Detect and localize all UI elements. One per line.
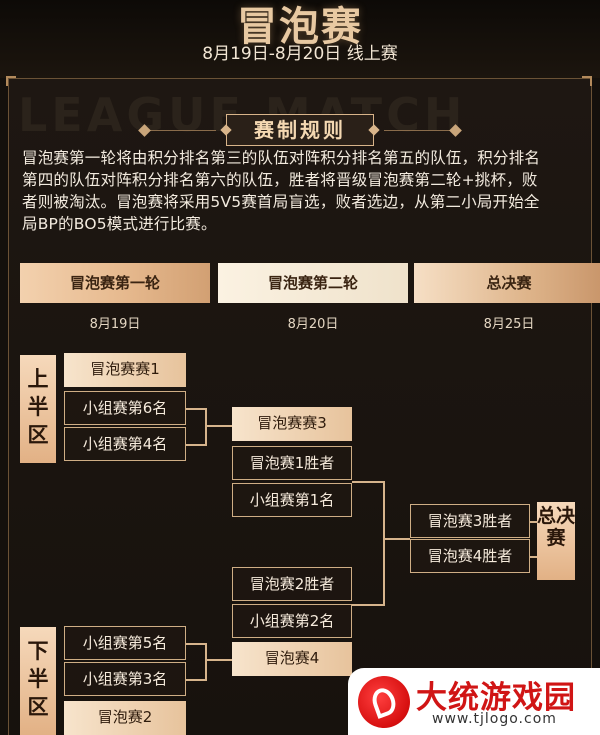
team-slot: 冒泡赛1胜者 [232,446,352,480]
team-slot: 小组赛第3名 [64,662,186,696]
stage-date-round-1: 8月19日 [89,317,141,332]
bracket-line [186,408,206,410]
rules-line: 者则被淘汰。冒泡赛将采用5V5赛首局盲选，败者选边，从第二小局开始全 [22,193,540,211]
team-slot: 冒泡赛2胜者 [232,567,352,601]
bracket-line [383,481,385,606]
lower-half-text: 下半区 [27,639,49,719]
heading-line-left [150,130,216,131]
team-slot: 小组赛第5名 [64,626,186,660]
match-r1-lower-title: 冒泡赛2 [64,701,186,735]
team-slot: 小组赛第1名 [232,483,352,517]
bracket-line [186,643,206,645]
bracket-line [530,521,537,523]
watermark-url: www.tjlogo.com [432,711,557,727]
final-label-text: 总决赛 [537,505,576,549]
bracket-line [205,659,232,661]
final-label: 总决赛 [537,502,575,580]
match-r1-upper-title: 冒泡赛赛1 [64,353,186,387]
bracket-line [205,643,207,681]
upper-half-label: 上半区 [20,355,56,463]
rules-line: 第四的队伍对阵积分排名第六的队伍，胜者将晋级冒泡赛第二轮+挑杯，败 [22,171,538,189]
lower-half-label: 下半区 [20,627,56,735]
team-slot: 冒泡赛3胜者 [410,504,530,538]
event-dates: 8月19日-8月20日 线上赛 [202,44,398,64]
match-r2-lower-title: 冒泡赛4 [232,642,352,676]
header-band [0,0,600,78]
team-slot: 冒泡赛4胜者 [410,539,530,573]
team-slot: 小组赛第2名 [232,604,352,638]
stage-round-2: 冒泡赛第二轮 [218,263,408,303]
stage-final: 总决赛 [414,263,600,303]
team-slot: 小组赛第4名 [64,427,186,461]
watermark-title: 大统游戏园 [416,680,576,716]
page-title: 冒泡赛 [237,4,363,50]
bracket-line [530,556,537,558]
panel-corner-tl [6,76,16,86]
rules-line: 冒泡赛第一轮将由积分排名第三的队伍对阵积分排名第五的队伍，积分排名 [22,149,541,167]
stage-round-1: 冒泡赛第一轮 [20,263,210,303]
bracket-line [186,444,206,446]
stage-date-final: 8月25日 [483,317,535,332]
panel-corner-tr [582,76,592,86]
bracket-line [186,679,206,681]
bracket-line [352,481,384,483]
watermark-logo-icon [358,676,410,728]
match-r2-upper-title: 冒泡赛赛3 [232,407,352,441]
section-heading: 赛制规则 [226,114,374,146]
rules-text: 冒泡赛第一轮将由积分排名第三的队伍对阵积分排名第五的队伍，积分排名 第四的队伍对… [22,147,582,235]
bracket-line [383,538,410,540]
stage-date-round-2: 8月20日 [287,317,339,332]
upper-half-text: 上半区 [27,367,49,447]
team-slot: 小组赛第6名 [64,391,186,425]
rules-line: 局BP的BO5模式进行比赛。 [22,215,217,233]
bracket-line [205,408,207,446]
bracket-line [352,604,384,606]
heading-line-right [384,130,450,131]
bracket-line [205,425,232,427]
